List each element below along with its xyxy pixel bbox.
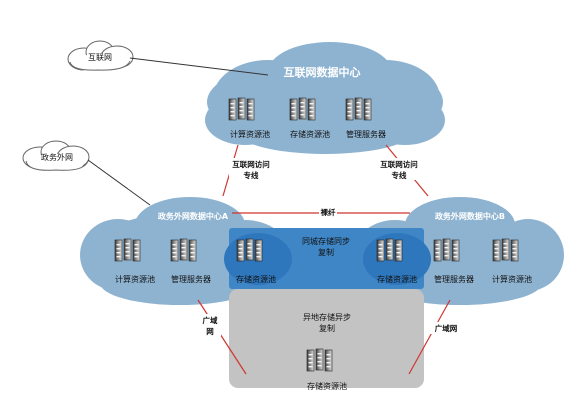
wan-left-label-1: 广域 xyxy=(203,315,218,325)
sync-replication-label-1: 同城存储同步 xyxy=(302,236,350,246)
async-replication-region xyxy=(229,289,424,388)
wan-right-label: 广域网 xyxy=(435,323,458,333)
async-replication-label-1: 异地存储异步 xyxy=(303,312,351,322)
left-compute-pool-label: 计算资源池 xyxy=(115,274,155,284)
right-datacenter-title: 政务外网数据中心B xyxy=(435,211,505,221)
top-compute-pool-icon xyxy=(229,98,254,120)
async-replication-label-2: 复制 xyxy=(319,323,335,333)
internet-cloud-label: 互联网 xyxy=(88,53,112,62)
right-mgmt-server-icon xyxy=(434,239,459,261)
remote-storage-pool-icon xyxy=(307,349,332,371)
top-compute-pool-label: 计算资源池 xyxy=(230,129,270,139)
wan-right-line xyxy=(408,299,451,375)
right-compute-pool-icon xyxy=(493,239,518,261)
top-mgmt-server-icon xyxy=(346,98,371,120)
gov-extranet-connector xyxy=(87,159,151,206)
wan-left-label-2: 网 xyxy=(206,327,214,336)
left-storage-pool-icon xyxy=(237,239,262,261)
remote-storage-pool-label: 存储资源池 xyxy=(307,381,347,391)
top-storage-pool-icon xyxy=(290,98,315,120)
gov-extranet-cloud xyxy=(22,140,90,172)
internet-cloud xyxy=(67,40,134,72)
left-compute-pool-icon xyxy=(115,239,140,261)
top-datacenter-title: 互联网数据中心 xyxy=(284,65,361,79)
wan-left-line xyxy=(197,299,247,375)
left-mgmt-server-icon xyxy=(171,239,196,261)
fiber-label: 裸纤 xyxy=(321,207,336,217)
left-line-label-2: 专线 xyxy=(244,170,259,180)
left-mgmt-server-label: 管理服务器 xyxy=(171,274,211,284)
gov-extranet-cloud-label: 政务外网 xyxy=(41,152,73,162)
left-storage-pool-label: 存储资源池 xyxy=(236,274,276,284)
left-line-label-1: 互联网访问 xyxy=(232,159,270,169)
right-storage-pool-icon xyxy=(377,239,402,261)
right-compute-pool-label: 计算资源池 xyxy=(492,274,532,284)
sync-replication-label-2: 复制 xyxy=(318,247,334,257)
left-datacenter-title: 政务外网数据中心A xyxy=(158,211,229,221)
top-mgmt-server-label: 管理服务器 xyxy=(346,129,386,139)
right-line-label-2: 专线 xyxy=(392,170,407,180)
top-storage-pool-label: 存储资源池 xyxy=(290,129,330,139)
right-storage-pool-label: 存储资源池 xyxy=(377,274,417,284)
internet-connector xyxy=(129,57,269,76)
right-mgmt-server-label: 管理服务器 xyxy=(434,274,474,284)
right-line-label-1: 互联网访问 xyxy=(380,159,418,169)
